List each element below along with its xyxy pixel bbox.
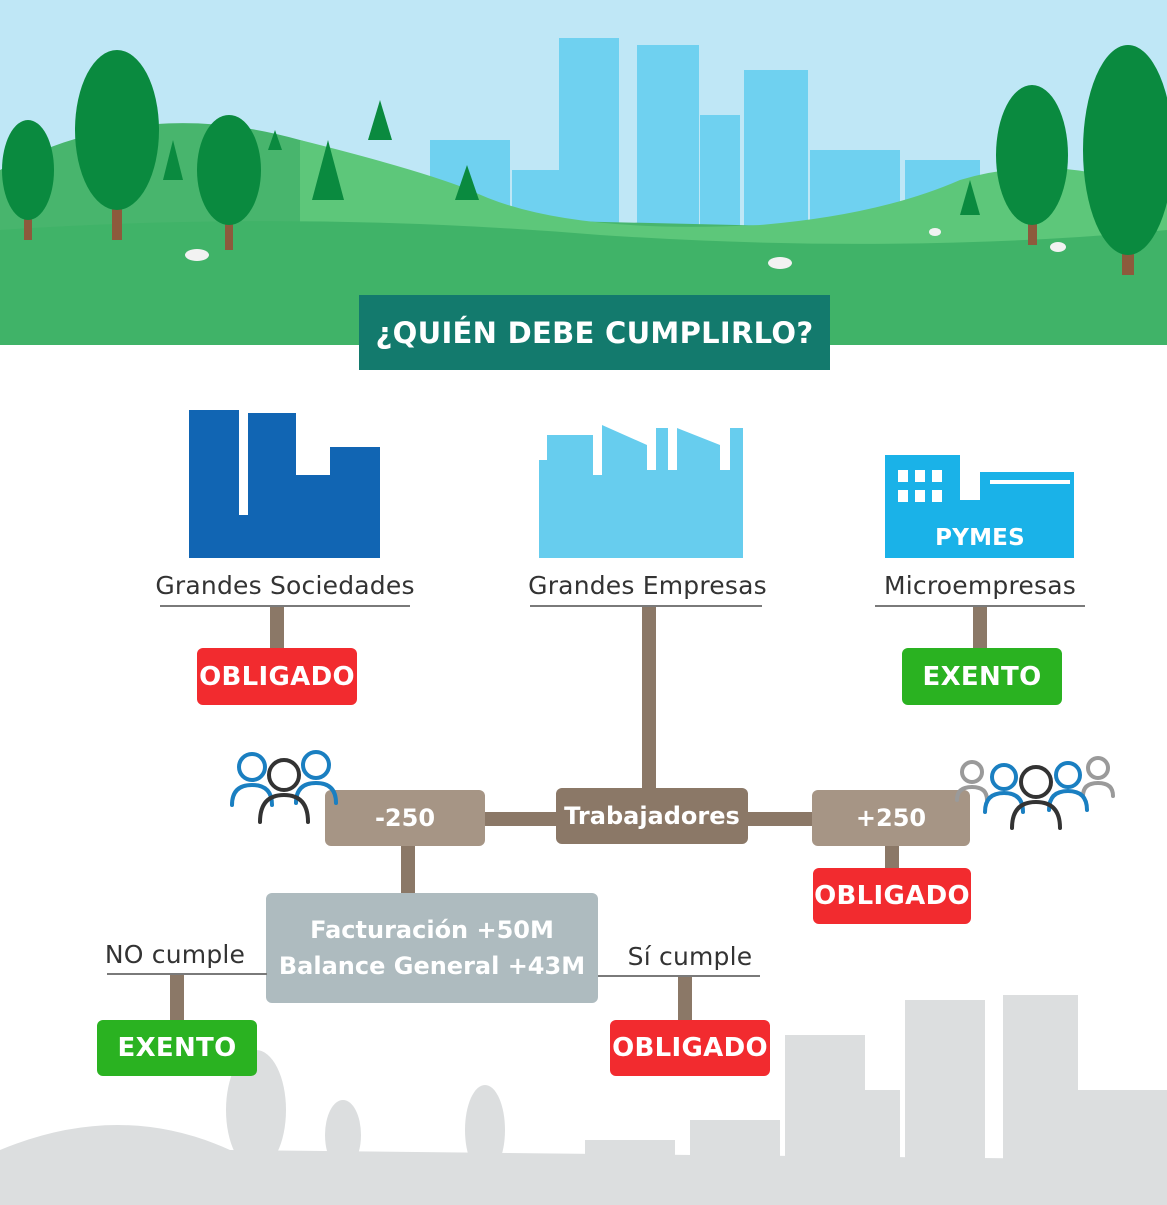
divider (160, 605, 410, 607)
tree-icon (197, 115, 261, 250)
workers-less-box: -250 (325, 790, 485, 846)
connector (170, 975, 184, 1020)
category-label-grandes-empresas: Grandes Empresas (528, 571, 767, 600)
no-cumple-label: NO cumple (104, 940, 246, 969)
criteria-box: Facturación +50M Balance General +43M (266, 893, 598, 1003)
landscape-header (0, 0, 1167, 345)
tree-icon (1083, 45, 1167, 275)
category-label-microempresas: Microempresas (884, 571, 1076, 600)
status-badge-exento: EXENTO (902, 648, 1062, 705)
connector (270, 607, 284, 649)
workers-label-box: Trabajadores (556, 788, 748, 844)
connector (642, 607, 656, 790)
tree-icon (75, 50, 159, 240)
connector (678, 975, 692, 1020)
divider (875, 605, 1085, 607)
connector (973, 607, 987, 649)
connector (401, 845, 415, 895)
status-badge-exento: EXENTO (97, 1020, 257, 1076)
category-label-grandes-sociedades: Grandes Sociedades (155, 571, 415, 600)
criteria-line-balance: Balance General +43M (278, 952, 586, 980)
tree-icon (996, 85, 1068, 245)
divider (107, 973, 267, 975)
connector (747, 812, 813, 826)
page-title: ¿QUIÉN DEBE CUMPLIRLO? (359, 295, 830, 370)
status-badge-obligado: OBLIGADO (197, 648, 357, 705)
connector (885, 845, 899, 870)
si-cumple-label: Sí cumple (627, 942, 753, 971)
tree-icon (2, 120, 54, 240)
pymes-sign: PYMES (935, 525, 1025, 551)
criteria-line-revenue: Facturación +50M (310, 916, 554, 944)
divider (530, 605, 762, 607)
status-badge-obligado: OBLIGADO (610, 1020, 770, 1076)
status-badge-obligado: OBLIGADO (813, 868, 971, 924)
divider (598, 975, 760, 977)
connector (483, 812, 558, 826)
workers-more-box: +250 (812, 790, 970, 846)
